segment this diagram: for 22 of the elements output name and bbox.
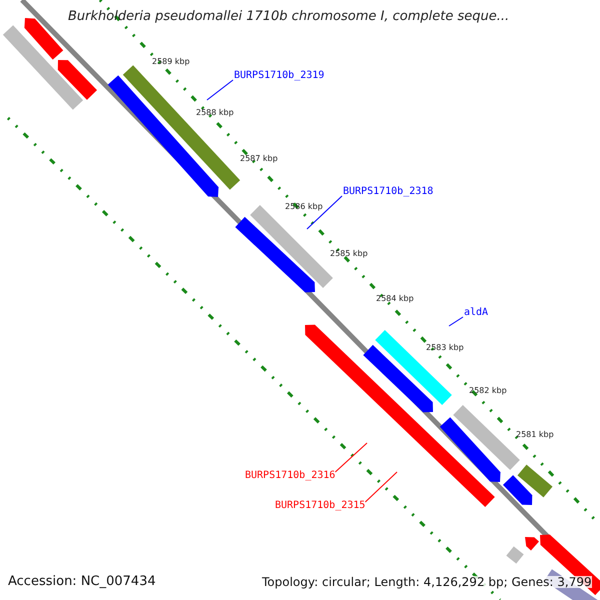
scale-label: 2586 kbp xyxy=(285,203,323,211)
leader-line xyxy=(206,80,234,100)
scale-label: 2584 kbp xyxy=(376,295,414,303)
leader-line xyxy=(334,442,368,472)
scale-label: 2583 kbp xyxy=(426,344,464,352)
scale-label: 2582 kbp xyxy=(469,387,507,395)
accession-text: Accession: NC_007434 xyxy=(8,575,156,588)
gene-label: BURPS1710b_2319 xyxy=(234,71,324,81)
gene-label: BURPS1710b_2315 xyxy=(275,501,366,511)
scale-label: 2585 kbp xyxy=(330,250,368,258)
title: Burkholderia pseudomallei 1710b chromosome I, complete seque... xyxy=(68,10,510,23)
gene-label: aldA xyxy=(464,308,488,318)
gene-label: BURPS1710b_2316 xyxy=(245,471,336,481)
scale-label: 2587 kbp xyxy=(240,155,278,163)
scale-label: 2589 kbp xyxy=(152,58,190,66)
scale-label: 2588 kbp xyxy=(196,109,234,117)
leader-line xyxy=(306,196,342,230)
scale-label: 2581 kbp xyxy=(516,431,554,439)
leader-line xyxy=(448,316,464,326)
leader-line xyxy=(364,472,398,502)
gene-label: BURPS1710b_2318 xyxy=(343,187,434,197)
summary-text: Topology: circular; Length: 4,126,292 bp; Genes: 3,799 xyxy=(262,576,592,588)
